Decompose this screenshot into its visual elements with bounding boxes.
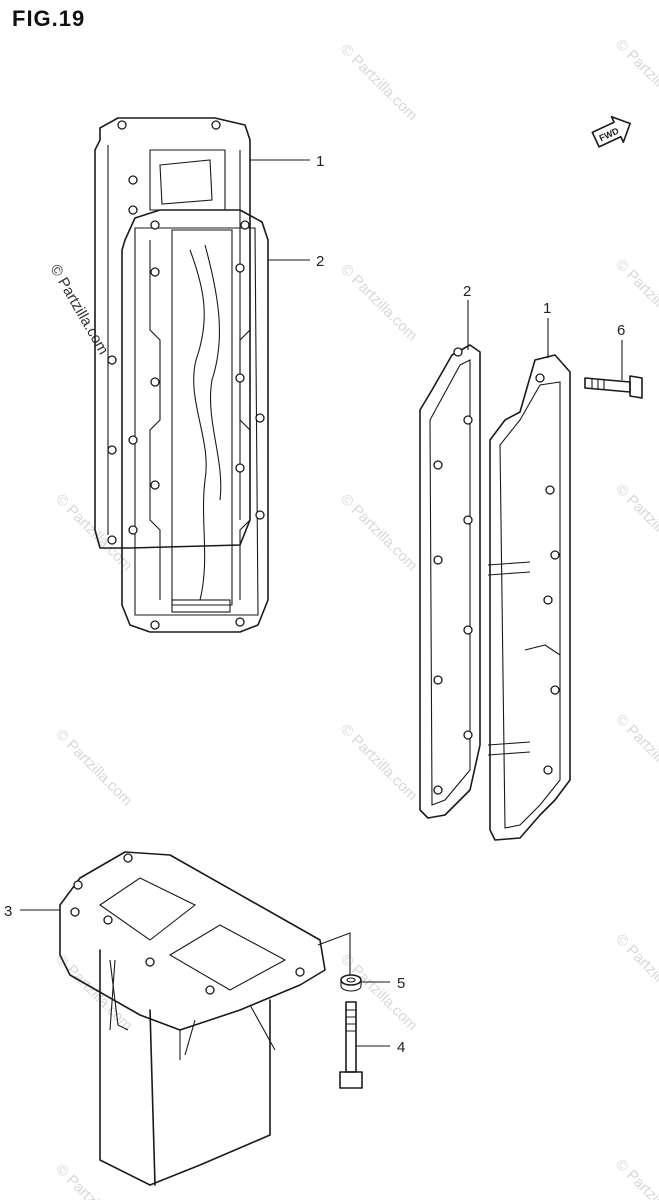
watermark: © Partzilla.com: [52, 491, 135, 574]
plate-part-2-top: [121, 209, 269, 633]
watermark: © Partzilla.com: [612, 931, 659, 1014]
bolt-part-6: [584, 375, 643, 399]
callout-number: 5: [397, 975, 405, 992]
callout-number: 2: [316, 253, 324, 270]
watermark: © Partzilla.com: [612, 481, 659, 564]
watermarks: © Partzilla.com © Partzilla.com © Partzi…: [47, 36, 659, 1200]
callout-number: 3: [4, 903, 12, 920]
callout-number: 6: [617, 322, 625, 339]
callout-number: 4: [397, 1039, 405, 1056]
watermark: © Partzilla.com: [337, 261, 420, 344]
figure-title: FIG.19: [12, 6, 86, 31]
watermark-dark: © Partzilla.com: [47, 262, 112, 358]
callout-number: 1: [543, 300, 551, 317]
watermark: © Partzilla.com: [612, 36, 659, 119]
watermark: © Partzilla.com: [337, 41, 420, 124]
watermark: © Partzilla.com: [337, 721, 420, 804]
gasket-part-1-side: [487, 354, 571, 841]
callout-number: 2: [463, 283, 471, 300]
watermark: © Partzilla.com: [52, 1161, 135, 1200]
plate-part-2-side: [419, 344, 481, 819]
gasket-part-1-top: [94, 117, 251, 549]
bolt-part-4: [339, 1001, 363, 1089]
washer-part-5: [340, 974, 362, 992]
watermark: © Partzilla.com: [337, 491, 420, 574]
watermark: © Partzilla.com: [612, 1156, 659, 1200]
fwd-arrow-icon: FWD: [591, 115, 631, 148]
watermark: © Partzilla.com: [52, 726, 135, 809]
exhaust-tube-part-3: [59, 851, 326, 1186]
callout-number: 1: [316, 153, 324, 170]
callout-lines: [20, 159, 623, 1047]
watermark: © Partzilla.com: [612, 711, 659, 794]
